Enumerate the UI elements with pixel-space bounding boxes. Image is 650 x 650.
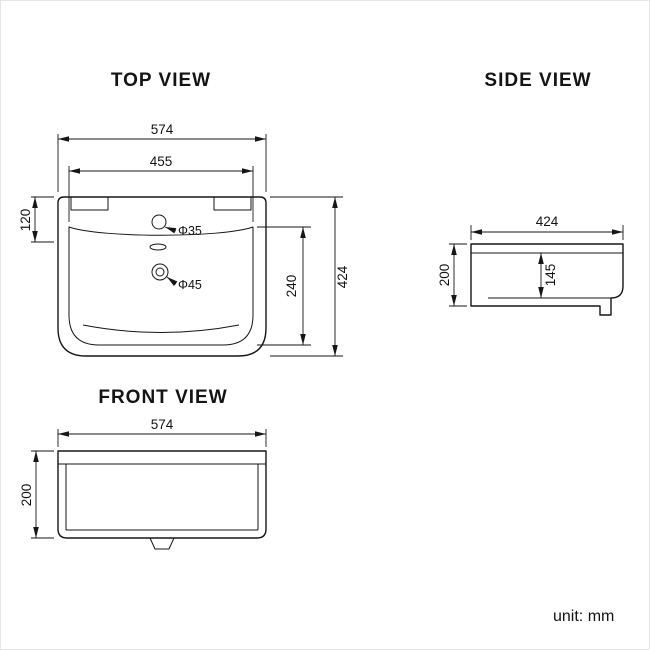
dim-label-phi45: Φ45 [178,278,202,292]
dim-label-240: 240 [284,275,299,298]
dim-top-deck-depth: 120 [18,196,54,243]
dim-label-574: 574 [151,122,174,137]
top-view-basin-outline [68,226,254,346]
faucet-hole [151,214,167,230]
leader-drain-hole: Φ45 [166,276,202,292]
front-view: FRONT VIEW 574 200 [19,387,267,550]
dim-label-424-top: 424 [335,265,350,288]
dim-label-phi35: Φ35 [178,224,202,238]
dim-side-bowl-depth: 145 [538,253,558,298]
front-view-title: FRONT VIEW [98,387,227,408]
dim-side-overall-depth: 424 [470,214,624,240]
dim-top-overall-width: 574 [57,122,267,192]
overflow-slot [149,243,167,251]
dim-label-145: 145 [543,264,558,287]
dim-top-basin-width: 455 [68,154,254,222]
drain-hole-inner [155,267,165,277]
top-view-title: TOP VIEW [111,70,211,91]
unit-label: unit: mm [553,608,614,625]
dim-label-200-side: 200 [437,264,452,287]
dim-front-overall-width: 574 [57,417,267,447]
top-view-bowl-bottom-curve [82,324,240,333]
front-view-outline [57,450,267,539]
side-view-title: SIDE VIEW [484,70,591,91]
front-view-drain-stub [149,537,175,550]
leader-line [166,276,178,286]
dim-top-basin-depth: 240 [257,226,311,346]
dim-side-overall-height: 200 [437,243,467,307]
dim-top-overall-depth: 424 [270,196,350,357]
side-view: SIDE VIEW 424 200 145 [437,70,624,316]
drain-hole-outer [151,263,169,281]
dim-label-120: 120 [18,209,33,232]
side-view-outline [470,243,624,316]
dim-label-424-side: 424 [536,214,559,229]
dim-label-200-front: 200 [19,484,34,507]
leader-line [164,226,177,234]
top-view-outline [57,196,267,357]
top-view: TOP VIEW 574 455 120 [18,70,350,357]
dim-front-overall-height: 200 [19,450,54,539]
leader-faucet-hole: Φ35 [164,224,202,238]
dim-label-574-front: 574 [151,417,174,432]
top-view-deck-notch-left [70,197,109,211]
dim-label-455: 455 [150,154,173,169]
top-view-deck-notch-right [213,197,252,211]
